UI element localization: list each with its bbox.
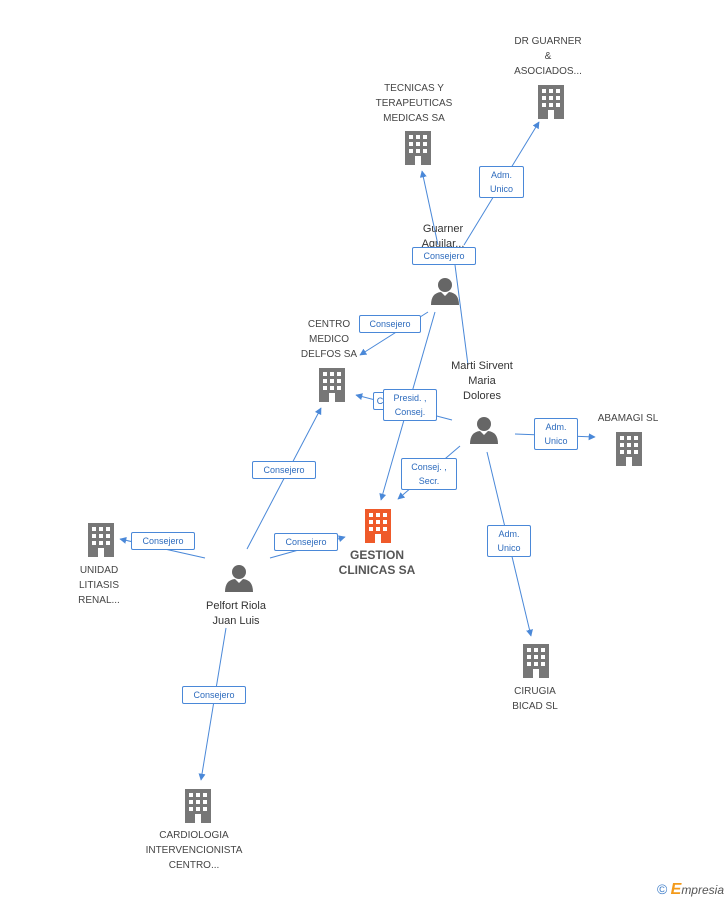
edge-line-marti-guarner bbox=[454, 264, 469, 366]
brand-name: mpresia bbox=[681, 883, 724, 897]
node-label-guarner[interactable]: Guarner Aguilar... bbox=[421, 223, 465, 249]
edge-label-consejero-centro-guarner[interactable]: Consejero bbox=[359, 315, 421, 333]
edge-label-consejero-pelfort-cardiologia[interactable]: Consejero bbox=[182, 686, 246, 704]
edge-label-presid-consej[interactable]: Presid. , Consej. bbox=[383, 389, 437, 421]
building-icon-cirugia bbox=[523, 644, 549, 678]
edge-label-consejero-pelfort-gestion[interactable]: Consejero bbox=[274, 533, 338, 551]
node-label-marti[interactable]: Marti Sirvent Maria Dolores bbox=[451, 360, 513, 402]
edge-label-consej-secr[interactable]: Consej. , Secr. bbox=[401, 458, 457, 490]
building-icon-drguarner bbox=[538, 85, 564, 119]
person-icon-marti bbox=[470, 417, 498, 444]
edge-line-pelfort-cardiologia bbox=[198, 627, 227, 781]
node-label-tecnicas[interactable]: TECNICAS Y TERAPEUTICAS MEDICAS SA bbox=[375, 83, 453, 124]
building-icon-unidad bbox=[88, 523, 114, 557]
edge-label-consejero-pelfort-unidad[interactable]: Consejero bbox=[131, 532, 195, 550]
building-icon-abamagi bbox=[616, 432, 642, 466]
building-icon-centro bbox=[319, 368, 345, 402]
edge-label-adm-unico-cirugia[interactable]: Adm. Unico bbox=[487, 525, 531, 557]
building-icon-gestion bbox=[365, 509, 391, 543]
edge-label-consejero-tecnicas[interactable]: Consejero bbox=[412, 247, 476, 265]
node-label-abamagi[interactable]: ABAMAGI SL bbox=[597, 413, 659, 424]
node-label-drguarner[interactable]: DR GUARNER & ASOCIADOS... bbox=[514, 36, 582, 77]
edge-label-adm-unico-abamagi[interactable]: Adm. Unico bbox=[534, 418, 578, 450]
edge-label-adm-unico-drguarner[interactable]: Adm. Unico bbox=[479, 166, 524, 198]
node-label-cardiologia[interactable]: CARDIOLOGIA INTERVENCIONISTA CENTRO... bbox=[145, 830, 243, 871]
node-label-pelfort[interactable]: Pelfort Riola Juan Luis bbox=[206, 600, 266, 627]
person-icon-guarner bbox=[431, 278, 459, 305]
node-label-centro[interactable]: CENTRO MEDICO DELFOS SA bbox=[300, 319, 358, 360]
node-label-cirugia[interactable]: CIRUGIA BICAD SL bbox=[512, 686, 558, 712]
copyright-icon: © bbox=[656, 881, 668, 897]
brand-footer[interactable]: © Empresia bbox=[657, 881, 724, 899]
edge-label-consejero-pelfort-centro[interactable]: Consejero bbox=[252, 461, 316, 479]
node-label-gestion[interactable]: GESTION CLINICAS SA bbox=[338, 548, 416, 577]
node-label-unidad[interactable]: UNIDAD LITIASIS RENAL... bbox=[78, 565, 120, 606]
person-icon-pelfort bbox=[225, 565, 253, 592]
building-icon-cardiologia bbox=[185, 789, 211, 823]
brand-logo-initial: E bbox=[670, 881, 682, 898]
building-icon-tecnicas bbox=[405, 131, 431, 165]
edge-line-guarner-tecnicas bbox=[419, 170, 439, 246]
